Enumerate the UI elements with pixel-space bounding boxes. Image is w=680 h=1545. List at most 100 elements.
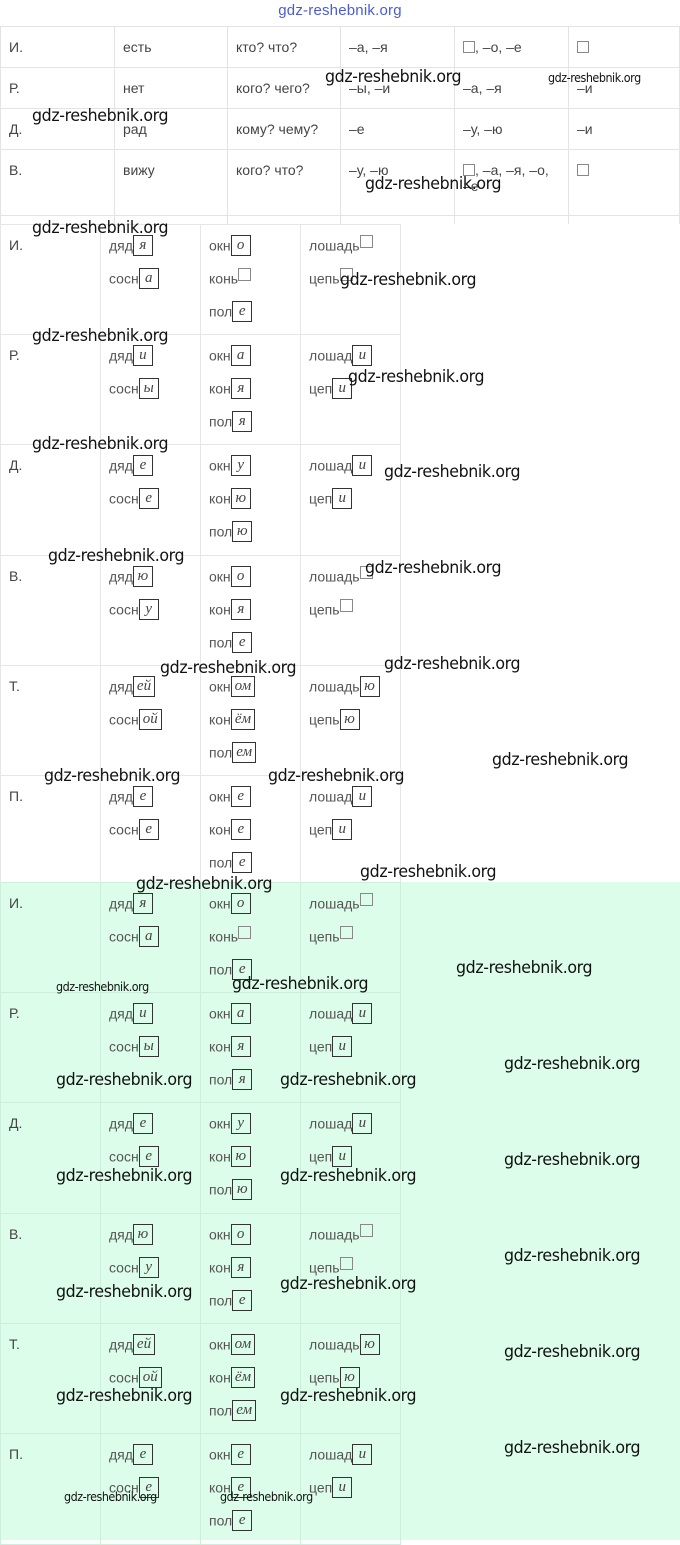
ending-box: а xyxy=(230,345,251,366)
ending-box: ю xyxy=(132,566,153,587)
empty-ending-icon xyxy=(339,599,353,612)
ending-box: и xyxy=(352,345,373,366)
word-stem: окн xyxy=(209,1005,231,1022)
ending-box: е xyxy=(132,1444,153,1465)
ending-box: у xyxy=(138,599,159,620)
word-form: лошадь xyxy=(309,566,400,599)
ending-box: я xyxy=(230,378,251,399)
word-stem: пол xyxy=(209,744,233,761)
cell-case: В. xyxy=(0,149,115,216)
word-stem: кон xyxy=(209,1479,231,1496)
ending-box: а xyxy=(138,268,159,289)
watermark-text: gdz-reshebnik.org xyxy=(44,766,181,786)
cell-decl2: , –о, –е xyxy=(454,26,569,68)
word-form: лошадь xyxy=(309,893,400,926)
word-stem: сосн xyxy=(109,270,139,287)
watermark-text: gdz-reshebnik.org xyxy=(504,1438,641,1458)
word-stem: окн xyxy=(209,1446,231,1463)
watermark-text: gdz-reshebnik.org xyxy=(492,750,629,770)
word-form: конь xyxy=(209,268,300,301)
ending-box: е xyxy=(138,819,159,840)
watermark-text: gdz-reshebnik.org xyxy=(360,862,497,882)
word-stem: пол xyxy=(209,1071,233,1088)
ending-box: и xyxy=(352,786,373,807)
watermark-text: gdz-reshebnik.org xyxy=(340,270,477,290)
cell-decl3 xyxy=(568,26,680,68)
watermark-text: gdz-reshebnik.org xyxy=(220,1490,313,1504)
word-stem: кон xyxy=(209,821,231,838)
ending-box: е xyxy=(232,301,253,322)
word-stem: дяд xyxy=(109,457,133,474)
watermark-text: gdz-reshebnik.org xyxy=(456,958,593,978)
word-stem: дяд xyxy=(109,237,133,254)
case-label: Д. xyxy=(0,1102,101,1214)
watermark-text: gdz-reshebnik.org xyxy=(56,1070,193,1090)
word-stem: дяд xyxy=(109,1446,133,1463)
ending-box: ю xyxy=(359,676,380,697)
empty-ending-icon xyxy=(359,235,373,248)
ending-box: я xyxy=(230,1257,251,1278)
cell-aux: есть xyxy=(114,26,228,68)
word-stem: цеп xyxy=(309,490,333,507)
case-label: П. xyxy=(0,1433,101,1545)
word-stem: кон xyxy=(209,1259,231,1276)
cell-decl3: –и xyxy=(568,108,680,150)
word-stem: сосн xyxy=(109,1148,139,1165)
ending-box: ём xyxy=(230,1367,256,1388)
case-label: Р. xyxy=(0,334,101,445)
case-label: И. xyxy=(0,224,101,335)
watermark-text: gdz-reshebnik.org xyxy=(56,1166,193,1186)
word-stem: сосн xyxy=(109,601,139,618)
word-stem: пол xyxy=(209,1181,233,1198)
ending-box: я xyxy=(132,235,153,256)
ending-box: е xyxy=(138,488,159,509)
ending-box: ю xyxy=(339,1367,360,1388)
watermark-text: gdz-reshebnik.org xyxy=(348,367,485,387)
ending-box: и xyxy=(332,488,353,509)
word-stem: цепь xyxy=(309,1259,340,1276)
ending-box: е xyxy=(132,786,153,807)
word-stem: сосн xyxy=(109,1038,139,1055)
